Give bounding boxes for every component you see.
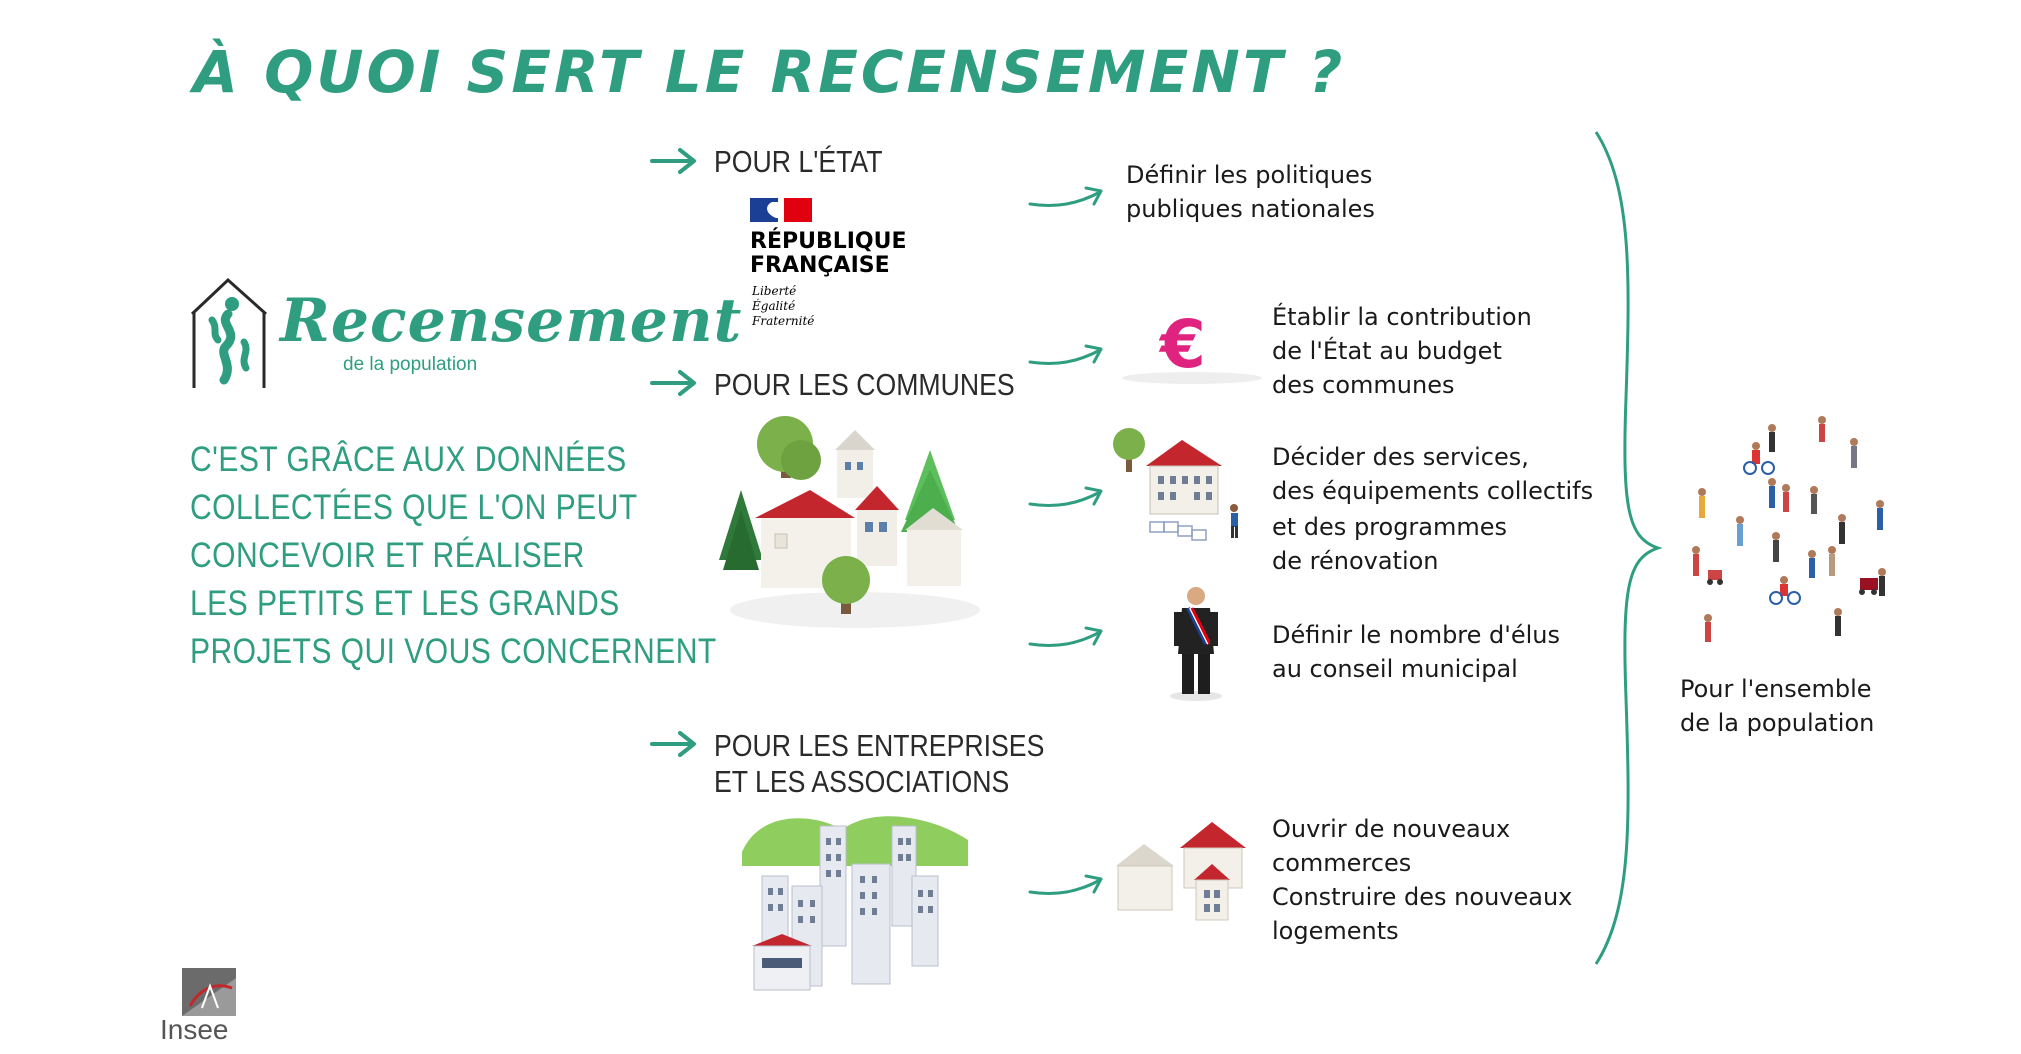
use-commerces: Ouvrir de nouveaux commerces Construire … xyxy=(1272,812,1572,948)
crowd-illustration xyxy=(1692,416,1886,642)
logo-subtitle: de la population xyxy=(343,354,478,375)
use-line: logements xyxy=(1272,917,1399,945)
logo-name: Recensement xyxy=(280,286,743,356)
curved-arrow-icon xyxy=(1028,344,1103,365)
motto-egalite: Égalité xyxy=(752,299,796,313)
republique-francaise-logo: RÉPUBLIQUE FRANÇAISE Liberté Égalité Fra… xyxy=(750,198,930,332)
population-label: Pour l'ensemble de la population xyxy=(1680,672,1874,740)
use-line: de rénovation xyxy=(1272,547,1439,575)
mayor-person-icon xyxy=(1170,587,1222,701)
insee-emblem-icon xyxy=(182,968,236,1016)
curved-arrow-icon xyxy=(1028,486,1103,507)
use-line: et des programmes xyxy=(1272,513,1508,541)
republique-line: RÉPUBLIQUE xyxy=(750,229,907,254)
use-line: Définir les politiques xyxy=(1126,161,1373,189)
use-line: Décider des services, xyxy=(1272,443,1529,471)
population-line: Pour l'ensemble xyxy=(1680,675,1872,703)
category-communes: POUR LES COMMUNES xyxy=(714,367,1015,402)
use-line: des équipements collectifs xyxy=(1272,477,1594,505)
marianne-flag-icon xyxy=(750,198,812,222)
curved-arrow-icon xyxy=(1028,186,1103,207)
house-figure-icon xyxy=(190,277,268,388)
curved-arrow-icon xyxy=(1028,874,1103,895)
arrow-right-icon xyxy=(650,370,696,396)
intro-line: CONCEVOIR ET RÉALISER xyxy=(190,536,585,575)
houses-icon xyxy=(1116,822,1246,921)
use-line: Ouvrir de nouveaux xyxy=(1272,815,1511,843)
use-line: des communes xyxy=(1272,371,1455,399)
use-politiques: Définir les politiques publiques nationa… xyxy=(1126,158,1375,226)
intro-line: PROJETS QUI VOUS CONCERNENT xyxy=(190,632,717,671)
intro-line: LES PETITS ET LES GRANDS xyxy=(190,584,620,623)
page-title: À QUOI SERT LE RECENSEMENT ? xyxy=(193,38,1346,106)
curly-brace xyxy=(1594,131,1662,965)
category-etat: POUR L'ÉTAT xyxy=(714,144,883,179)
use-line: au conseil municipal xyxy=(1272,655,1518,683)
use-elus: Définir le nombre d'élus au conseil muni… xyxy=(1272,618,1560,686)
use-line: commerces xyxy=(1272,849,1412,877)
insee-logo: Insee xyxy=(158,968,248,1050)
use-line: publiques nationales xyxy=(1126,195,1375,223)
use-budget: Établir la contribution de l'État au bud… xyxy=(1272,300,1532,402)
population-line: de la population xyxy=(1680,709,1875,737)
village-illustration xyxy=(719,416,980,628)
insee-wordmark: Insee xyxy=(160,1014,229,1045)
intro-line: C'EST GRÂCE AUX DONNÉES xyxy=(190,440,627,479)
curved-arrow-icon xyxy=(1028,626,1103,647)
use-line: de l'État au budget xyxy=(1272,337,1502,365)
use-line: Définir le nombre d'élus xyxy=(1272,621,1561,649)
use-services: Décider des services, des équipements co… xyxy=(1272,440,1593,578)
recensement-logo: Recensement de la population xyxy=(188,272,741,392)
intro-paragraph: C'EST GRÂCE AUX DONNÉES COLLECTÉES QUE L… xyxy=(190,436,717,676)
school-building-icon xyxy=(1113,428,1238,541)
intro-line: COLLECTÉES QUE L'ON PEUT xyxy=(190,488,638,527)
use-line: Construire des nouveaux xyxy=(1272,883,1573,911)
category-entreprises: POUR LES ENTREPRISES xyxy=(714,728,1045,763)
motto-fraternite: Fraternité xyxy=(752,314,815,328)
category-associations: ET LES ASSOCIATIONS xyxy=(714,764,1010,799)
city-illustration xyxy=(742,816,968,991)
use-line: Établir la contribution xyxy=(1272,303,1532,331)
euro-icon: € xyxy=(1122,306,1262,396)
arrow-right-icon xyxy=(650,731,696,757)
arrow-right-icon xyxy=(650,148,696,174)
francaise-line: FRANÇAISE xyxy=(750,253,890,278)
motto-liberte: Liberté xyxy=(752,284,797,298)
